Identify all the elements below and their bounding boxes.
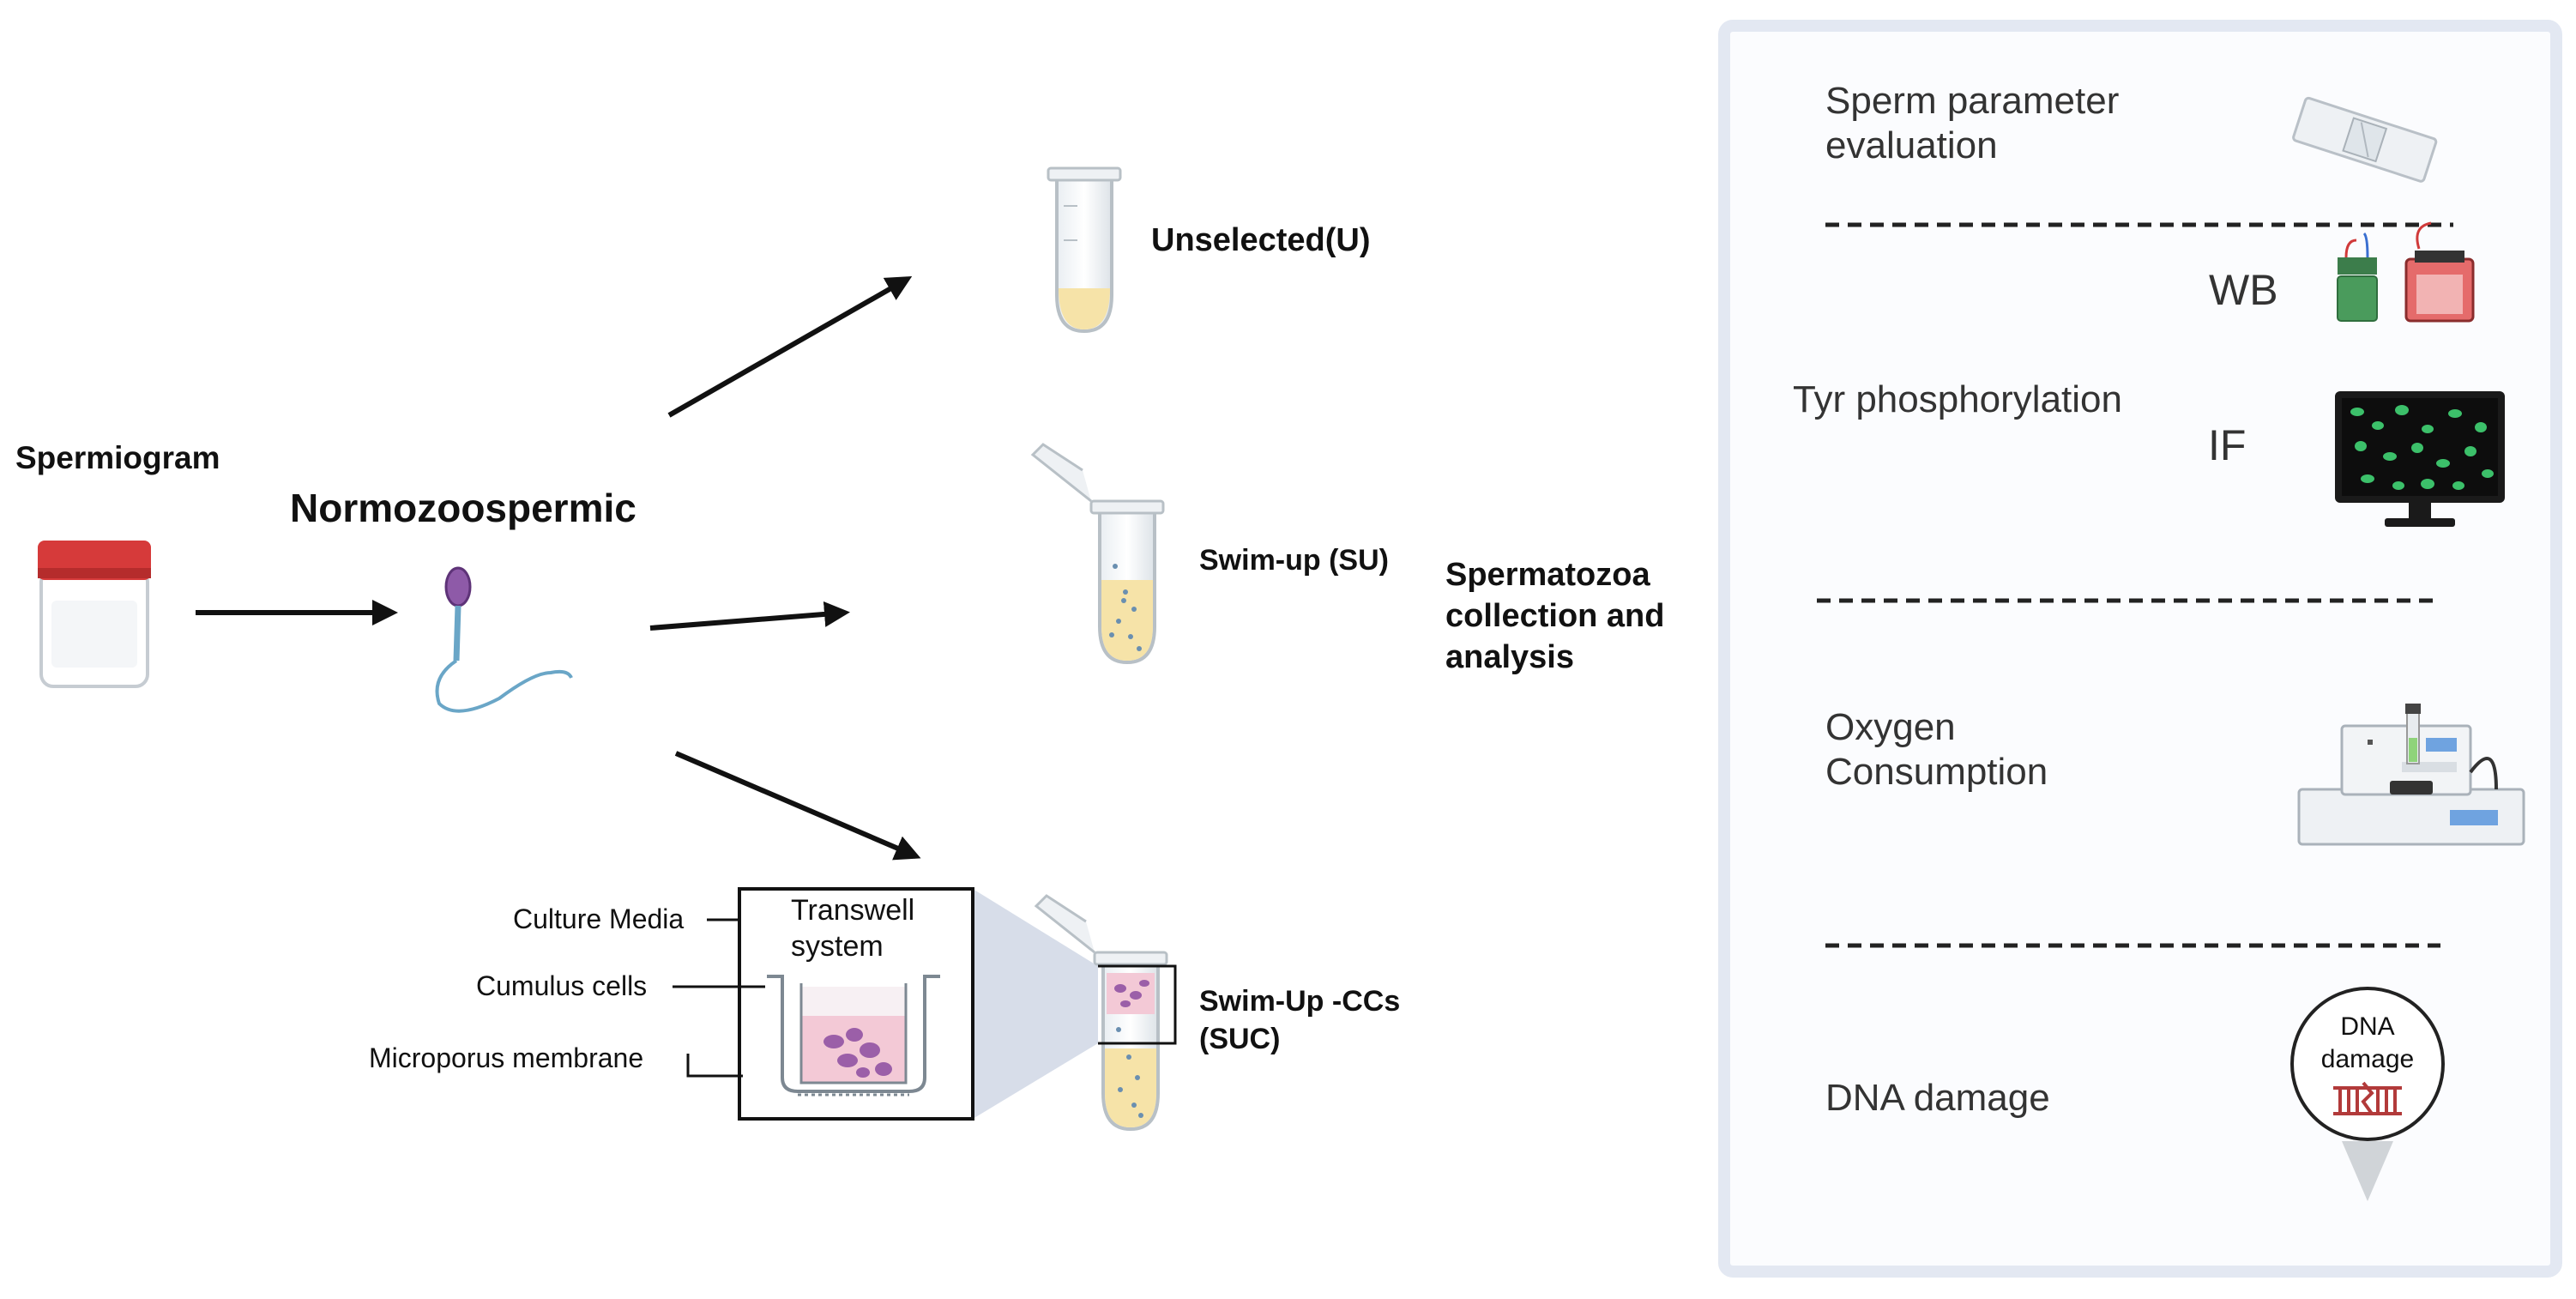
normozoospermic-label: Normozoospermic (290, 486, 636, 530)
culture-media-label: Culture Media (513, 903, 684, 934)
swim-up-ccs-tube-icon (1034, 894, 1177, 1132)
unselected-label: Unselected(U) (1151, 222, 1371, 258)
transwell-insert-icon (767, 975, 940, 1097)
dna-damage-pin-icon: DNA damage (2290, 987, 2445, 1201)
swim-up-ccs-label-1: Swim-Up -CCs (1199, 985, 1400, 1018)
oxygen-label-2: Consumption (1825, 751, 2048, 793)
spermiogram-label: Spermiogram (15, 440, 220, 475)
dna-helix-icon (2333, 1081, 2402, 1115)
unselected-tube-icon (1047, 166, 1122, 334)
sperm-parameter-label-2: evaluation (1825, 124, 1998, 166)
sample-jar-icon (38, 541, 151, 688)
oxygraph-instrument-icon (2297, 704, 2525, 846)
membrane-pointer (686, 1054, 743, 1078)
swim-up-tube-icon (1030, 443, 1165, 665)
dna-icon-text-1: DNA (2340, 1012, 2394, 1041)
collection-label-2: collection and (1445, 598, 1664, 634)
oxygen-label-1: Oxygen (1825, 706, 1956, 748)
monitor-if-icon (2335, 391, 2505, 527)
dna-icon-text-2: damage (2321, 1045, 2414, 1073)
dna-damage-label: DNA damage (1825, 1077, 2050, 1119)
zoom-projection (973, 889, 1098, 1119)
tyr-phosphorylation-label: Tyr phosphorylation (1793, 378, 2122, 420)
arrow-to-unselected (667, 276, 913, 418)
if-label: IF (2208, 421, 2246, 469)
membrane-label: Microporus membrane (369, 1042, 643, 1073)
swim-up-label: Swim-up (SU) (1199, 544, 1389, 577)
fluorescent-cells (2350, 405, 2494, 490)
microscope-slide-icon (2292, 96, 2438, 183)
arrow-to-swim-up-ccs (674, 751, 921, 861)
transwell-title-2: system (791, 930, 884, 963)
analysis-panel (1718, 20, 2562, 1278)
cumulus-cells-label: Cumulus cells (476, 970, 647, 1001)
swim-up-ccs-label-2: (SUC) (1199, 1023, 1280, 1055)
sperm-cell-icon (435, 566, 573, 713)
collection-label-1: Spermatozoa (1445, 557, 1650, 593)
wb-label: WB (2209, 266, 2278, 314)
cumulus-cells-icon (823, 1028, 892, 1078)
arrow-to-swim-up (649, 601, 850, 631)
collection-label-3: analysis (1445, 639, 1574, 675)
western-blot-apparatus-icon (2337, 221, 2475, 323)
sperm-parameter-label-1: Sperm parameter (1825, 80, 2119, 122)
transwell-title-1: Transwell (791, 894, 914, 927)
